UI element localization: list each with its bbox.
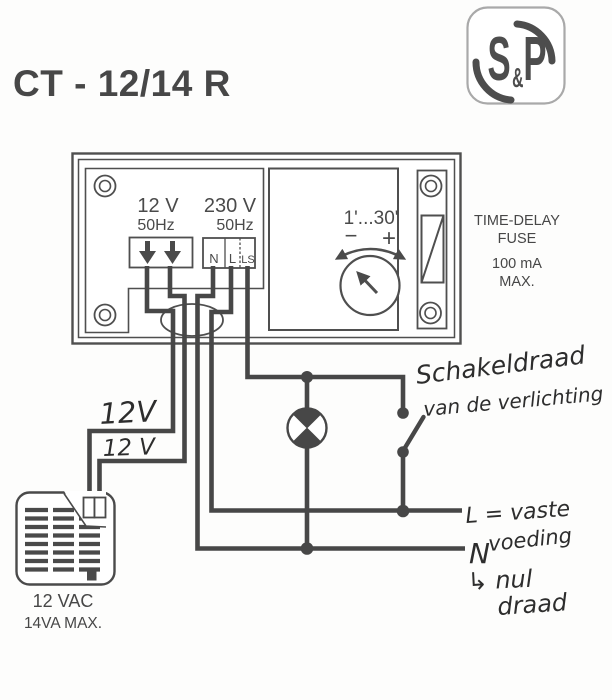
low-voltage-freq-label: 50Hz — [137, 217, 174, 234]
screw-icon — [419, 301, 442, 325]
logo-letter-p: P — [523, 24, 546, 93]
terminal-l-label: L — [229, 251, 236, 266]
logo-arc-bottom — [472, 58, 515, 104]
timer-plus-label: + — [382, 225, 396, 252]
switch-contact-bottom — [397, 446, 409, 458]
low-voltage-terminal-block — [128, 236, 194, 269]
fuse-strip — [416, 169, 448, 330]
logo-letter-s: S — [488, 24, 511, 93]
fuse-diagonal — [420, 215, 445, 283]
fuse-strip-frame — [416, 169, 448, 330]
switch-icon — [397, 407, 426, 458]
neutral-note-line2: draad — [496, 588, 568, 621]
wire-switched-live — [245, 266, 406, 412]
logo-arc-top — [513, 20, 556, 65]
mains-voltage-label: 230 V — [204, 195, 257, 217]
junction-dot — [300, 542, 314, 555]
fan-voltage-label: 12 VAC — [33, 591, 94, 611]
live-wire-note-line2: voeding — [487, 523, 573, 556]
fan-icon: 12 VAC 14VA MAX. — [15, 491, 116, 632]
rotation-arc-icon — [334, 247, 407, 260]
logo-ampersand: & — [512, 61, 523, 93]
control-unit: N L LS 12 V 50Hz 230 V 50Hz 1'...30' − + — [71, 152, 462, 345]
terminal-ls-label: LS — [241, 254, 254, 266]
down-arrow-icon — [164, 241, 181, 264]
fuse-note-line1: TIME-DELAY — [474, 213, 560, 229]
fuse-note: TIME-DELAY FUSE 100 mA MAX. — [474, 213, 560, 290]
fuse-note-line4: MAX. — [499, 274, 534, 290]
down-arrow-icon — [139, 241, 156, 264]
brand-logo-icon: S & P — [466, 6, 566, 105]
handwritten-12v-label-2: 12 V — [102, 434, 157, 462]
wire-12v-1 — [87, 266, 176, 500]
mains-freq-label: 50Hz — [216, 217, 253, 234]
junction-dot — [396, 504, 410, 518]
page-title: CT - 12/14 R — [13, 63, 231, 104]
fuse-note-line3: 100 mA — [492, 256, 542, 272]
neutral-note-line1: ↳ nul — [467, 565, 534, 596]
fan-connector-cell — [93, 496, 107, 519]
wire-12v-2 — [97, 266, 187, 500]
cable-gland-icon — [160, 303, 224, 337]
mains-terminal-block: N L LS — [202, 237, 256, 269]
timer-minus-label: − — [345, 223, 358, 248]
screw-icon — [93, 174, 117, 198]
wire-neutral — [195, 266, 465, 551]
fan-cord-button — [87, 571, 97, 581]
screw-icon — [419, 174, 443, 198]
switch-contact-top — [397, 407, 409, 419]
screw-icon — [93, 303, 117, 327]
fan-connector-cell — [82, 496, 96, 519]
handwritten-12v-label-1: 12V — [99, 394, 160, 431]
cable-flap-edge — [63, 493, 107, 528]
switch-wire-note-line1: Schakeldraad — [414, 340, 587, 390]
handwritten-annotations: Schakeldraad van de verlichting L = vast… — [414, 340, 604, 621]
junction-dot — [301, 371, 313, 383]
wiring — [87, 266, 465, 551]
housing-inner-border — [77, 158, 456, 339]
lamp-fill-bottom — [293, 427, 321, 448]
neutral-wire-label: N — [469, 537, 490, 570]
fan-power-label: 14VA MAX. — [24, 615, 102, 632]
lamp-icon — [286, 407, 328, 449]
switch-blade — [400, 414, 426, 454]
timer-range-label: 1'...30' — [344, 208, 399, 229]
wire-live — [209, 266, 462, 513]
timer-dial-panel: 1'...30' − + — [268, 167, 407, 331]
terminal-panel — [84, 167, 265, 334]
fuse-note-line2: FUSE — [498, 231, 537, 247]
dial-pointer-icon — [356, 270, 379, 295]
low-voltage-label: 12 V — [137, 195, 179, 217]
lamp-fill-top — [293, 408, 321, 429]
switch-wire-note-line2: van de verlichting — [422, 381, 604, 421]
terminal-n-label: N — [209, 251, 218, 266]
